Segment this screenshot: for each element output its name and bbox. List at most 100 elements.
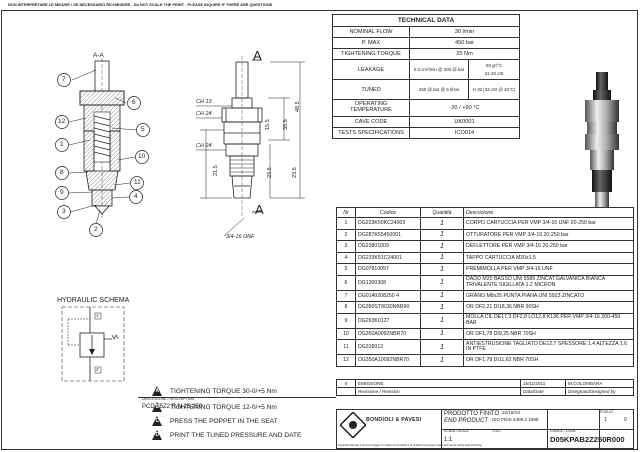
balloon: 9 bbox=[60, 189, 64, 196]
dim-label: CH 24 bbox=[196, 143, 212, 149]
section-mark: A bbox=[253, 48, 262, 63]
company-name: BONDIOLI & PAVESI bbox=[366, 417, 422, 423]
tech-label: LEAKAGE bbox=[332, 59, 410, 80]
revision-header: Revisione / Revision Data/Date Disegnato… bbox=[336, 387, 634, 396]
tech-value: UK0001 bbox=[409, 116, 520, 128]
tech-value: 25 Nm bbox=[409, 48, 520, 60]
dim-label: 23.5 bbox=[267, 167, 273, 178]
section-mark: A bbox=[255, 202, 264, 217]
note-triangle-icon: D bbox=[152, 430, 164, 440]
col-header: Nr bbox=[336, 207, 356, 218]
code-label: CODICE / CODE bbox=[550, 429, 576, 433]
top-note: NON INTERPRETARE LE MISURE / SE NECESSAR… bbox=[8, 2, 273, 7]
balloon: 8 bbox=[60, 169, 64, 176]
hydraulic-title: HYDRAULIC SCHEMA bbox=[57, 297, 130, 304]
balloon: 7 bbox=[62, 76, 66, 83]
tolerance-label: TOLL. bbox=[492, 429, 502, 433]
tech-value: 250 @ bar @ 5 l/min bbox=[408, 79, 470, 100]
dim-label: 35.5 bbox=[283, 119, 289, 130]
balloon: 5 bbox=[141, 126, 145, 133]
product-label: PRODOTTO FINITO bbox=[444, 411, 500, 417]
description-box bbox=[138, 397, 336, 410]
note-item: C PRESS THE POPPET IN THE SEAT bbox=[152, 416, 278, 426]
balloon: 2 bbox=[94, 226, 98, 233]
product-render bbox=[585, 72, 619, 208]
note-triangle-icon: C bbox=[152, 416, 164, 426]
note-triangle-icon: A bbox=[152, 386, 164, 396]
dim-label: 21.5 bbox=[213, 165, 219, 176]
col-header: Codice bbox=[355, 207, 421, 218]
tech-conditions: H 32 (32 cSt @ 40°C) bbox=[468, 79, 520, 100]
note-item: A TIGHTENING TORQUE 30-0/+5 Nm bbox=[152, 386, 277, 396]
tech-label: P. MAX bbox=[332, 37, 410, 49]
hydraulic-symbol bbox=[61, 306, 125, 382]
balloon: 11 bbox=[134, 179, 141, 186]
revision-row: 0 EMISSIONE 15/11/2011 M.COLOMBARA bbox=[336, 379, 634, 388]
dim-label: CH 13 bbox=[196, 99, 212, 105]
dim-label: 48.5 bbox=[295, 101, 301, 112]
section-view-drawing bbox=[55, 58, 150, 237]
technical-data-title: TECHNICAL DATA bbox=[332, 14, 520, 27]
side-view-drawing bbox=[196, 56, 305, 237]
balloon: 10 bbox=[138, 153, 146, 160]
dim-label: 15.5 bbox=[265, 119, 271, 130]
section-label: A-A bbox=[93, 52, 104, 59]
code-value: D05KPAB2Z250R000 bbox=[550, 435, 625, 444]
title-block bbox=[336, 409, 634, 449]
product-label-en: END PRODUCT bbox=[444, 418, 489, 424]
port-label: 2 bbox=[96, 367, 99, 372]
scale-value: 1:1 bbox=[444, 437, 453, 443]
format-value: 1 bbox=[604, 417, 607, 423]
tech-label: NOMINAL FLOW bbox=[332, 26, 410, 38]
tolerance-line: 22/18/13 bbox=[502, 410, 520, 415]
tech-value: ICO014 bbox=[409, 127, 520, 139]
balloon: 4 bbox=[134, 193, 138, 200]
description-label: DESCRIZIONE / DESCRIPTION bbox=[142, 397, 195, 401]
tech-value: 30 l/min bbox=[409, 26, 520, 38]
tolerance-spec: ISO FDIS 4406:2 1999 bbox=[492, 417, 539, 422]
balloon: 12 bbox=[58, 118, 66, 125]
tech-value: -20 / +90 °C bbox=[409, 99, 520, 117]
port-label: 1 bbox=[96, 313, 99, 318]
drawing-frame bbox=[1, 10, 638, 450]
note-triangle-icon: B bbox=[152, 402, 164, 412]
tech-label: TUNED bbox=[332, 79, 410, 100]
tech-label: TESTS SPECIFICATIONS bbox=[332, 127, 410, 139]
thread-label: 3/4-16 UNF bbox=[226, 234, 255, 240]
tech-label: CAVE CODE bbox=[332, 116, 410, 128]
footer-note: Proprietà riservata a termini di legge c… bbox=[338, 444, 482, 447]
note-item: B TIGHTENING TORQUE 12-0/+5 Nm bbox=[152, 402, 277, 412]
revision-table: 0 EMISSIONE 15/11/2011 M.COLOMBARA Revis… bbox=[336, 379, 634, 396]
tech-value: 0.3 cm³/min @ 200 @ bar bbox=[408, 59, 470, 80]
company-logo bbox=[340, 412, 366, 438]
balloon: 3 bbox=[62, 208, 66, 215]
col-header: Descrizione bbox=[463, 207, 634, 218]
balloon: 6 bbox=[132, 99, 136, 106]
dim-label: 23.5 bbox=[292, 167, 298, 178]
note-item: D PRINT THE TUNED PRESSURE AND DATE bbox=[152, 430, 301, 440]
tech-label: TIGHTENING TORQUE bbox=[332, 48, 410, 60]
tech-label: OPERATING TEMPERATURE bbox=[332, 99, 410, 117]
sheet-value: 0 bbox=[624, 417, 627, 423]
dim-label: CH 24 bbox=[196, 111, 212, 117]
col-header: Quantità bbox=[420, 207, 464, 218]
scale-label: SCALA / SCALE bbox=[444, 429, 469, 433]
balloon: 1 bbox=[60, 141, 64, 148]
format-label: FOGLIO bbox=[600, 410, 613, 414]
description-value: PCD 25Z2 R N 25 250 bbox=[142, 404, 203, 410]
tech-value: 450 bar bbox=[409, 37, 520, 49]
